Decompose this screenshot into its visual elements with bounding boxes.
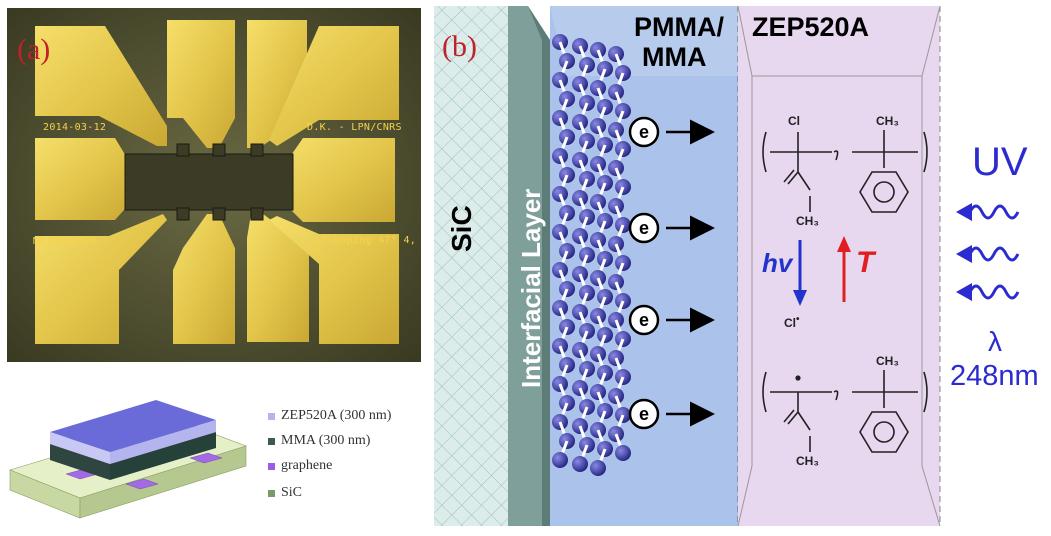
sic-hatch	[434, 6, 508, 526]
pmma-label-line2: MMA	[642, 42, 707, 72]
legend-sic-swatch	[268, 489, 275, 497]
legend-mma: MMA (300 nm)	[268, 433, 370, 449]
gold-electrodes	[35, 20, 399, 344]
zep-right	[110, 420, 216, 464]
layer-stack-schematic	[6, 400, 256, 530]
electron-group: e e e e	[628, 116, 715, 430]
svg-text:e: e	[639, 310, 649, 330]
legend-sic: SiC	[268, 485, 302, 501]
ch3-label-ester-upper: CH₃	[796, 214, 819, 228]
svg-text:e: e	[639, 404, 649, 424]
zep-polymer-upper	[762, 130, 928, 213]
carbon-atom	[552, 452, 568, 468]
mechanism-drawing: e e e e	[432, 0, 1051, 536]
legend-zep-swatch	[268, 412, 275, 420]
legend-graphene-swatch	[268, 462, 275, 470]
svg-text:e: e	[639, 122, 649, 142]
uv-arrows	[968, 204, 1020, 300]
heat-arrowhead	[837, 236, 851, 252]
legend-graphene-label: graphene	[281, 458, 333, 473]
hall-probes	[176, 143, 264, 221]
electron-2: e	[628, 212, 715, 244]
device-micrograph-drawing	[7, 8, 421, 362]
cl-radical-text: Cl	[784, 316, 796, 330]
mma-right	[110, 432, 216, 480]
legend-mma-label: MMA (300 nm)	[281, 433, 371, 448]
legend-zep: ZEP520A (300 nm)	[268, 408, 391, 424]
wavelength-label: 248nm	[950, 360, 1039, 392]
ch3-label-ester-lower: CH₃	[796, 454, 819, 468]
uv-label: UV	[972, 140, 1028, 184]
carbon-atom	[572, 456, 588, 472]
device-micrograph: (a) 2014-03-12 D.K. - LPN/CNRS METROGRAP…	[7, 8, 421, 362]
layer-stack-drawing	[9, 400, 247, 519]
interfacial-layer-label: Interfacial Layer	[516, 188, 546, 388]
chip-lab-text: D.K. - LPN/CNRS	[307, 122, 402, 133]
carbon-atom	[615, 445, 631, 461]
svg-text:e: e	[639, 218, 649, 238]
legend-mma-swatch	[268, 437, 275, 445]
ch3-label-lower: CH₃	[876, 354, 899, 368]
electron-3: e	[628, 304, 715, 336]
graphene-lattice	[552, 34, 631, 476]
legend-sic-label: SiC	[281, 485, 303, 500]
cl-radical-label: Cl•	[784, 314, 800, 330]
legend-graphene: graphene	[268, 458, 332, 474]
hv-label: hv	[762, 248, 793, 278]
panel-a-label: (a)	[17, 33, 51, 66]
sic-right-face	[79, 445, 247, 519]
mechanism-diagram: e e e e	[432, 0, 1051, 536]
carbon-atom	[590, 460, 606, 476]
graphene-channel	[124, 153, 294, 211]
zep-label: ZEP520A	[752, 12, 870, 42]
sic-label: SiC	[446, 205, 477, 252]
interfacial-layer	[508, 6, 550, 526]
cl-label: Cl	[788, 114, 800, 128]
ch3-label-upper: CH₃	[876, 114, 899, 128]
electron-1: e	[628, 116, 715, 148]
electron-4: e	[628, 398, 715, 430]
chip-date-text: 2014-03-12	[43, 122, 107, 133]
chip-metrograph-text: METROGRAPH	[33, 236, 97, 247]
mma-left	[50, 444, 110, 480]
chip-location-text: Linkoping 47° 4, 1	[315, 235, 417, 257]
lambda-label: λ	[988, 326, 1002, 357]
interfacial-layer-edge	[528, 6, 550, 526]
zep-polymer-lower	[762, 370, 928, 453]
zep-block	[738, 6, 940, 526]
heat-label: T	[856, 246, 875, 279]
pmma-label-line1: PMMA/	[634, 12, 724, 42]
hv-arrowhead	[793, 290, 807, 306]
zep-top	[50, 400, 216, 452]
legend-zep-label: ZEP520A (300 nm)	[281, 408, 392, 423]
panel-b-label: (b)	[442, 30, 477, 63]
zep-left	[50, 432, 110, 464]
